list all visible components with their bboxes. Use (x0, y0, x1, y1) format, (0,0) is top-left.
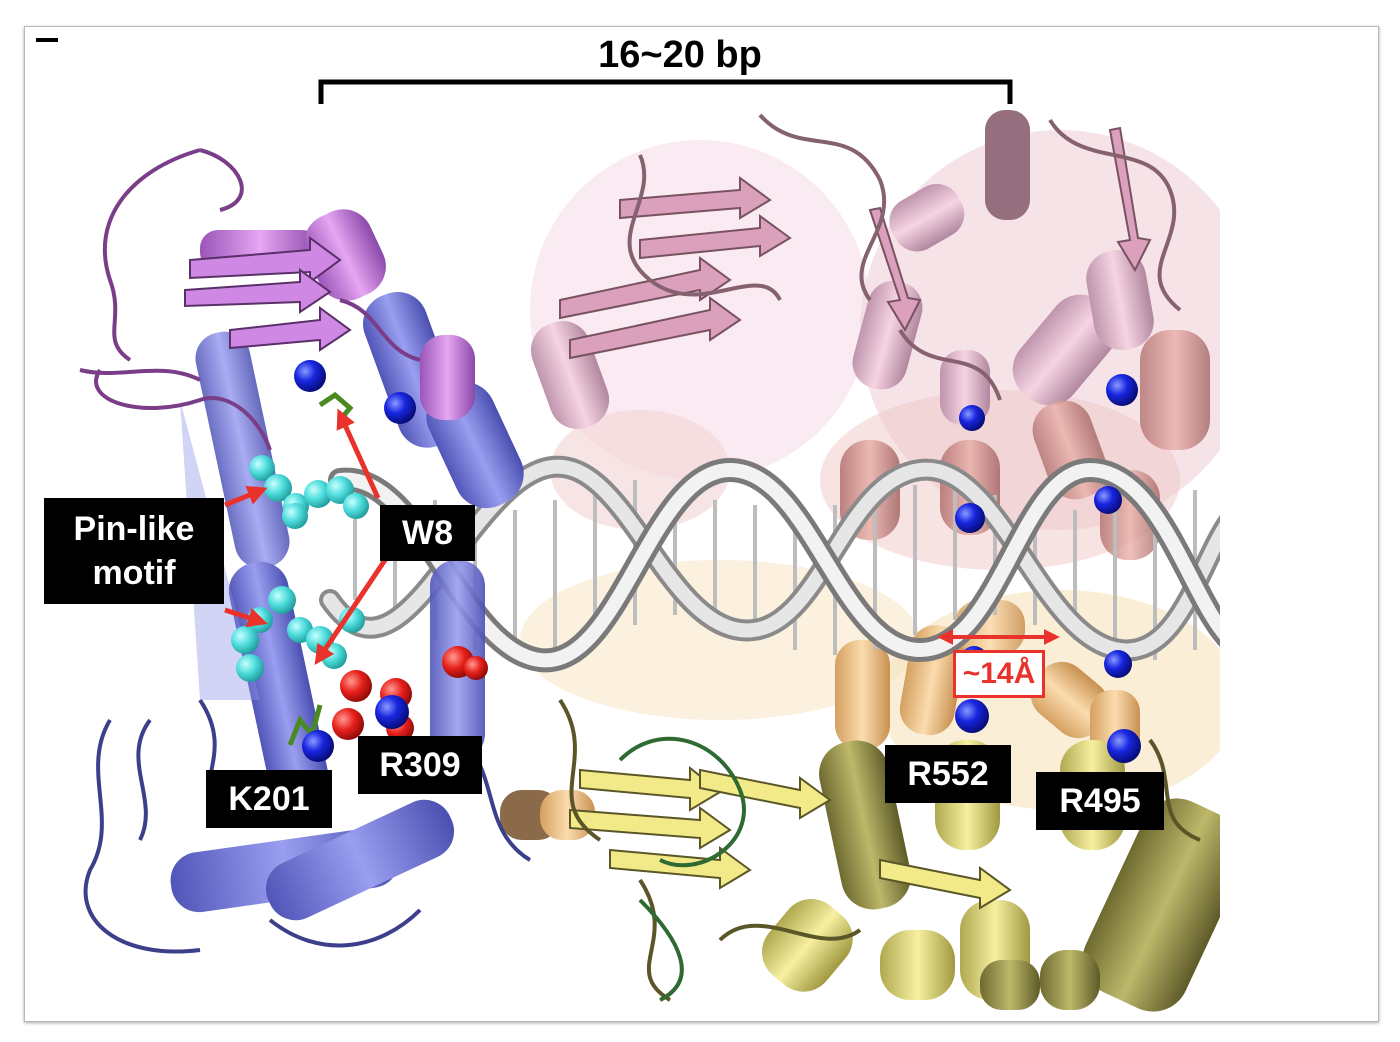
dna-double-helix (319, 455, 1220, 673)
r552-label: R552 (885, 745, 1011, 803)
r309-label: R309 (358, 736, 482, 794)
distance-label: ~14Å (953, 650, 1045, 698)
pin-like-motif-label: Pin-like motif (44, 498, 224, 604)
r495-label: R495 (1036, 772, 1164, 830)
w8-label: W8 (380, 505, 475, 561)
base-pair-span-label: 16~20 bp (598, 34, 762, 76)
k201-label: K201 (206, 770, 332, 828)
violet-domain (79, 148, 475, 451)
blue-spheres (294, 360, 1141, 763)
bp-scale-bracket (318, 79, 1013, 104)
red-arrows (224, 408, 388, 665)
